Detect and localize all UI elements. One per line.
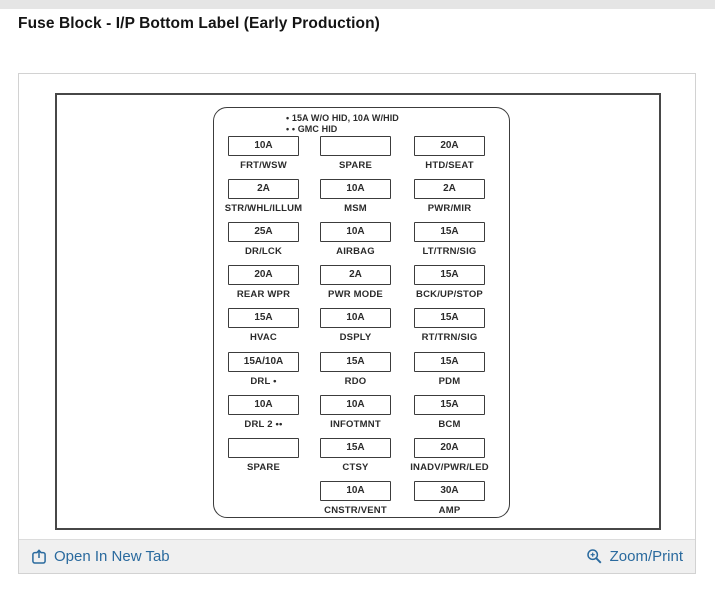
fuse-cell: 25A DR/LCK [228,222,320,257]
fuse-amp-box: 15A [320,438,391,458]
fuse-label: HVAC [249,332,277,343]
fuse-amp-box: 2A [414,179,485,199]
fuse-label: RT/TRN/SIG [421,332,478,343]
fuse-label: AMP [438,505,461,516]
zoom-print-label: Zoom/Print [609,548,683,565]
fuse-amp-box: 25A [228,222,299,242]
fuse-label: PWR/MIR [427,203,472,214]
fuse-amp-box: 15A [228,308,299,328]
fuse-amp-box: 15A [414,308,485,328]
fuse-amp-box: 30A [414,481,485,501]
fuse-label: SPARE [246,462,281,473]
zoom-print-link[interactable]: Zoom/Print [586,548,683,565]
fuse-cell: 20A HTD/SEAT [414,136,506,171]
fuse-amp-box: 2A [228,179,299,199]
viewer-panel: • 15A W/O HID, 10A W/HID • • GMC HID 10A… [18,73,696,574]
fuse-label: STR/WHL/ILLUM [224,203,303,214]
diagram-image: • 15A W/O HID, 10A W/HID • • GMC HID 10A… [55,93,661,530]
fuse-cell: 15A PDM [414,352,506,387]
fuse-amp-box [228,438,299,458]
fuse-amp-box [320,136,391,156]
fuse-notes: • 15A W/O HID, 10A W/HID • • GMC HID [286,113,399,135]
top-strip [0,0,715,9]
fuse-label: BCK/UP/STOP [416,289,483,300]
fuse-cell: 15A RT/TRN/SIG [414,308,506,343]
fuse-amp-box: 15A [414,395,485,415]
fuse-block: • 15A W/O HID, 10A W/HID • • GMC HID 10A… [213,107,510,518]
fuse-amp-box: 15A [320,352,391,372]
fuse-label: DR/LCK [244,246,283,257]
fuse-cell: 15A LT/TRN/SIG [414,222,506,257]
fuse-cell: 15A BCK/UP/STOP [414,265,506,300]
footer-bar: Open In New Tab Zoom/Print [19,539,695,573]
fuse-label: BCM [438,419,461,430]
fuse-label: RDO [344,376,367,387]
fuse-cell: 15A RDO [320,352,412,387]
fuse-cell: 15A BCM [414,395,506,430]
fuse-amp-box: 2A [320,265,391,285]
fuse-cell: 10A CNSTR/VENT [320,481,412,516]
fuse-label: PDM [438,376,461,387]
fuse-amp-box: 10A [320,222,391,242]
fuse-label: REAR WPR [236,289,291,300]
zoom-magnifier-icon [586,548,603,565]
fuse-cell: SPARE [320,136,412,171]
fuse-label: SPARE [338,160,373,171]
fuse-label: INFOTMNT [330,419,381,430]
fuse-amp-box: 10A [320,308,391,328]
fuse-amp-box: 20A [414,438,485,458]
fuse-amp-box: 10A [228,136,299,156]
fuse-cell: 20A REAR WPR [228,265,320,300]
fuse-amp-box: 20A [414,136,485,156]
fuse-cell: 10A AIRBAG [320,222,412,257]
fuse-label: LT/TRN/SIG [422,246,477,257]
fuse-cell: 10A FRT/WSW [228,136,320,171]
page-title: Fuse Block - I/P Bottom Label (Early Pro… [18,15,380,32]
fuse-label: FRT/WSW [240,160,287,171]
fuse-cell: 10A DSPLY [320,308,412,343]
fuse-amp-box: 10A [320,179,391,199]
fuse-amp-box: 15A/10A [228,352,299,372]
fuse-cell: 2A PWR/MIR [414,179,506,214]
fuse-label: DRL 2 •• [244,419,283,430]
fuse-label: INADV/PWR/LED [410,462,489,473]
fuse-cell: SPARE [228,438,320,473]
fuse-amp-box: 10A [320,481,391,501]
fuse-label: PWR MODE [328,289,383,300]
fuse-label: DSPLY [339,332,372,343]
fuse-amp-box: 10A [228,395,299,415]
fuse-cell: 10A INFOTMNT [320,395,412,430]
fuse-cell: 20A INADV/PWR/LED [410,438,506,473]
fuse-cell: 15A/10A DRL • [228,352,320,387]
note-line-2: • • GMC HID [286,124,338,134]
fuse-amp-box: 10A [320,395,391,415]
open-in-new-tab-link[interactable]: Open In New Tab [31,548,170,565]
fuse-label: CNSTR/VENT [324,505,387,516]
fuse-cell: 2A STR/WHL/ILLUM [225,179,320,214]
fuse-cell: 2A PWR MODE [320,265,412,300]
fuse-label: MSM [344,203,367,214]
fuse-amp-box: 15A [414,352,485,372]
note-line-1: • 15A W/O HID, 10A W/HID [286,113,399,123]
open-in-new-tab-label: Open In New Tab [54,548,170,565]
fuse-amp-box: 20A [228,265,299,285]
fuse-cell: 15A HVAC [228,308,320,343]
fuse-label: CTSY [342,462,369,473]
open-in-new-tab-icon [31,548,47,565]
fuse-cell: 10A MSM [320,179,412,214]
fuse-label: HTD/SEAT [425,160,474,171]
fuse-amp-box: 15A [414,222,485,242]
fuse-amp-box: 15A [414,265,485,285]
fuse-cell: 30A AMP [414,481,506,516]
fuse-label: AIRBAG [336,246,375,257]
fuse-cell: 15A CTSY [320,438,412,473]
fuse-label: DRL • [250,376,277,387]
fuse-cell: 10A DRL 2 •• [228,395,320,430]
